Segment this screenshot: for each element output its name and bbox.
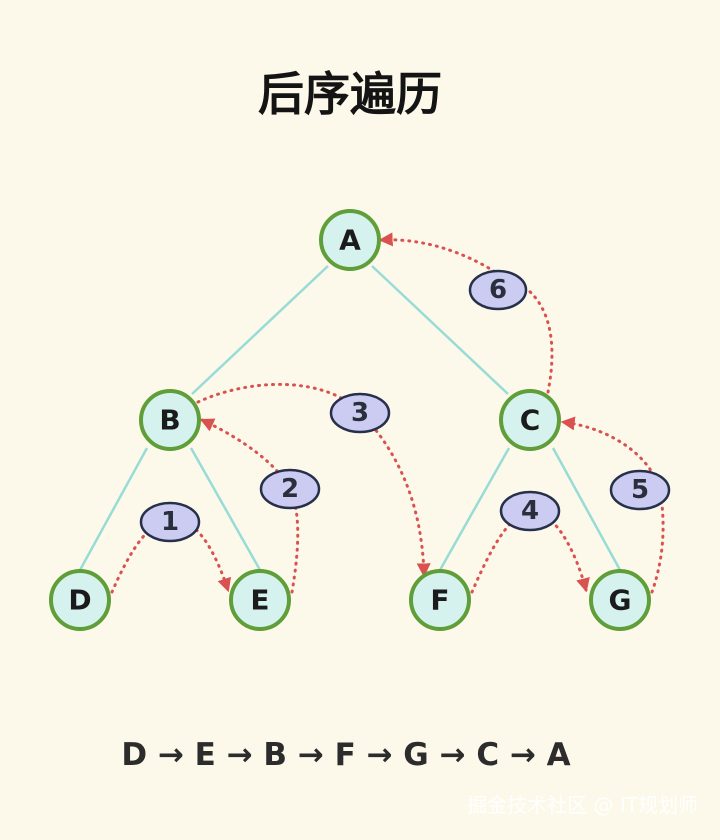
edge-a-b xyxy=(191,265,329,395)
tree-edges xyxy=(78,265,622,571)
traversal-arrow-3 xyxy=(196,383,431,578)
tree-node-a: A xyxy=(319,209,381,271)
node-circle xyxy=(49,569,111,631)
step-badge-shape xyxy=(139,501,201,543)
tree-node-f: F xyxy=(409,569,471,631)
tree-node-b: B xyxy=(139,389,201,451)
step-label-1: 1 xyxy=(161,507,179,537)
edge-c-f xyxy=(438,447,511,571)
step-badge-shape xyxy=(468,269,528,311)
traversal-arrow-6 xyxy=(378,232,554,394)
edge-c-g xyxy=(551,447,622,571)
step-badge-6: 6 xyxy=(468,269,528,311)
tree-node-e: E xyxy=(229,569,291,631)
edge-a-c xyxy=(371,265,509,395)
step-badge-5: 5 xyxy=(609,469,671,511)
tree-node-g: G xyxy=(589,569,651,631)
traversal-arrow-5 xyxy=(560,416,665,594)
step-label-2: 2 xyxy=(281,474,299,504)
node-label-d: D xyxy=(68,584,91,617)
node-label-c: C xyxy=(520,404,541,437)
step-badge-2: 2 xyxy=(259,468,321,510)
node-circle xyxy=(589,569,651,631)
node-label-f: F xyxy=(430,584,449,617)
watermark: 掘金技术社区 @ IT规划师 xyxy=(467,793,698,817)
step-label-3: 3 xyxy=(351,398,369,428)
node-circle xyxy=(499,389,561,451)
node-label-b: B xyxy=(159,404,180,437)
step-label-6: 6 xyxy=(489,275,507,305)
node-circle xyxy=(139,389,201,451)
tree-nodes: A B C D E F G xyxy=(49,209,651,631)
node-label-a: A xyxy=(339,224,361,257)
step-badges: 1 2 3 4 5 6 xyxy=(139,269,671,543)
step-badge-shape xyxy=(609,469,671,511)
step-badge-shape xyxy=(329,392,391,434)
node-circle xyxy=(319,209,381,271)
tree-node-c: C xyxy=(499,389,561,451)
edge-b-d xyxy=(78,447,149,571)
traversal-sequence: D → E → B → F → G → C → A xyxy=(121,737,570,773)
node-label-g: G xyxy=(609,584,632,617)
step-label-4: 4 xyxy=(521,496,539,526)
step-badge-1: 1 xyxy=(139,501,201,543)
step-badge-shape xyxy=(499,490,561,532)
step-badge-shape xyxy=(259,468,321,510)
node-label-e: E xyxy=(250,584,269,617)
traversal-arrow-2 xyxy=(199,418,300,594)
diagram-title: 后序遍历 xyxy=(258,67,442,121)
traversal-arrow-4 xyxy=(470,510,590,594)
step-badge-4: 4 xyxy=(499,490,561,532)
edge-b-e xyxy=(189,447,262,571)
tree-node-d: D xyxy=(49,569,111,631)
step-label-5: 5 xyxy=(631,475,649,505)
node-circle xyxy=(229,569,291,631)
step-badge-3: 3 xyxy=(329,392,391,434)
node-circle xyxy=(409,569,471,631)
